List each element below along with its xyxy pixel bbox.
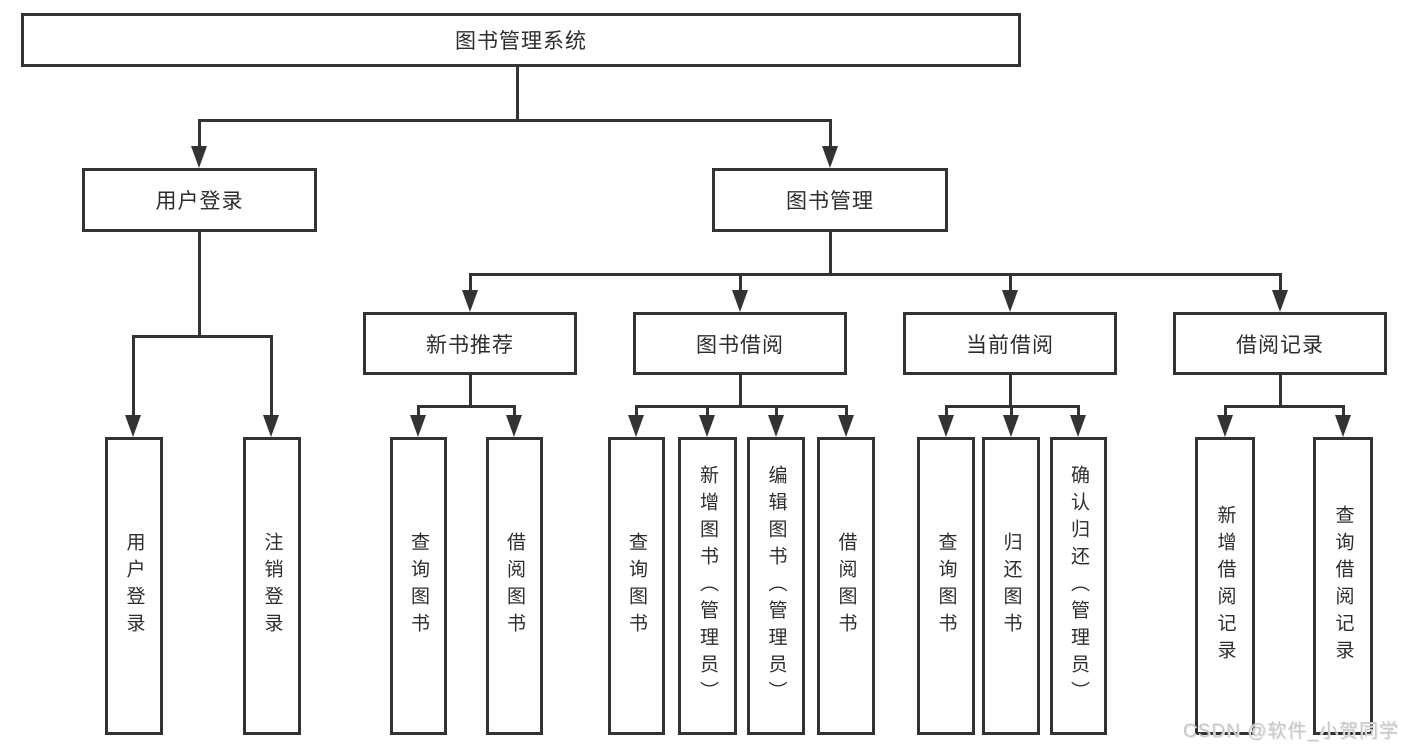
- leaf-query-books-borrowing: 查询图书: [608, 437, 665, 735]
- leaf-edit-books-admin: 编辑图书（管理员）: [747, 437, 805, 735]
- leaf-borrow-books-recommend: 借阅图书: [486, 437, 543, 735]
- arrow-down-icon: [699, 415, 715, 437]
- node-current-borrowing: 当前借阅: [903, 312, 1117, 375]
- arrow-down-icon: [628, 415, 644, 437]
- leaf-query-borrow-record: 查询借阅记录: [1313, 437, 1373, 735]
- node-new-book-recommendation: 新书推荐: [363, 312, 577, 375]
- connector-line: [417, 405, 420, 417]
- leaf-add-books-admin: 新增图书（管理员）: [678, 437, 737, 735]
- connector-line: [516, 67, 519, 119]
- connector-line: [469, 273, 1282, 276]
- connector-line: [1279, 375, 1282, 405]
- node-user-login: 用户登录: [82, 168, 317, 232]
- connector-line: [829, 119, 832, 148]
- connector-line: [198, 119, 831, 122]
- connector-line: [945, 405, 948, 417]
- connector-line: [739, 375, 742, 405]
- leaf-add-borrow-record: 新增借阅记录: [1195, 437, 1255, 735]
- connector-line: [739, 273, 742, 292]
- leaf-query-books-current: 查询图书: [917, 437, 975, 735]
- connector-line: [829, 232, 832, 273]
- connector-line: [513, 405, 516, 417]
- arrow-down-icon: [938, 415, 954, 437]
- arrow-down-icon: [768, 415, 784, 437]
- arrow-down-icon: [1070, 415, 1086, 437]
- connector-line: [845, 405, 848, 417]
- leaf-borrow-books-borrowing: 借阅图书: [817, 437, 875, 735]
- connector-line: [1279, 273, 1282, 292]
- node-borrowing-records: 借阅记录: [1173, 312, 1387, 375]
- arrow-down-icon: [1217, 415, 1233, 437]
- leaf-return-books: 归还图书: [982, 437, 1040, 735]
- arrow-down-icon: [263, 415, 279, 437]
- leaf-query-books-recommend: 查询图书: [390, 437, 447, 735]
- arrow-down-icon: [1335, 415, 1351, 437]
- arrow-down-icon: [410, 415, 426, 437]
- connector-line: [1224, 405, 1227, 417]
- connector-line: [635, 405, 848, 408]
- connector-line: [417, 405, 516, 408]
- connector-line: [1009, 273, 1012, 292]
- connector-line: [132, 335, 273, 338]
- connector-line: [706, 405, 709, 417]
- connector-line: [270, 335, 273, 417]
- arrow-down-icon: [1272, 290, 1288, 312]
- connector-line: [1077, 405, 1080, 417]
- connector-line: [1009, 375, 1012, 405]
- leaf-confirm-return-admin: 确认归还（管理员）: [1050, 437, 1107, 735]
- node-library-management-system: 图书管理系统: [21, 13, 1021, 67]
- connector-line: [1010, 405, 1013, 417]
- connector-line: [1342, 405, 1345, 417]
- arrow-down-icon: [191, 146, 207, 168]
- arrow-down-icon: [822, 146, 838, 168]
- leaf-logout: 注销登录: [243, 437, 301, 735]
- connector-line: [775, 405, 778, 417]
- connector-line: [132, 335, 135, 417]
- connector-line: [198, 119, 201, 148]
- leaf-user-login: 用户登录: [105, 437, 163, 735]
- csdn-watermark: CSDN @软件_小贺同学: [1183, 721, 1399, 742]
- arrow-down-icon: [732, 290, 748, 312]
- connector-line: [1224, 405, 1345, 408]
- connector-line: [469, 375, 472, 405]
- node-book-borrowing: 图书借阅: [633, 312, 847, 375]
- arrow-down-icon: [125, 415, 141, 437]
- connector-line: [635, 405, 638, 417]
- arrow-down-icon: [838, 415, 854, 437]
- connector-line: [198, 232, 201, 335]
- arrow-down-icon: [1002, 290, 1018, 312]
- arrow-down-icon: [462, 290, 478, 312]
- arrow-down-icon: [1003, 415, 1019, 437]
- connector-line: [469, 273, 472, 292]
- arrow-down-icon: [506, 415, 522, 437]
- node-book-management: 图书管理: [712, 168, 948, 232]
